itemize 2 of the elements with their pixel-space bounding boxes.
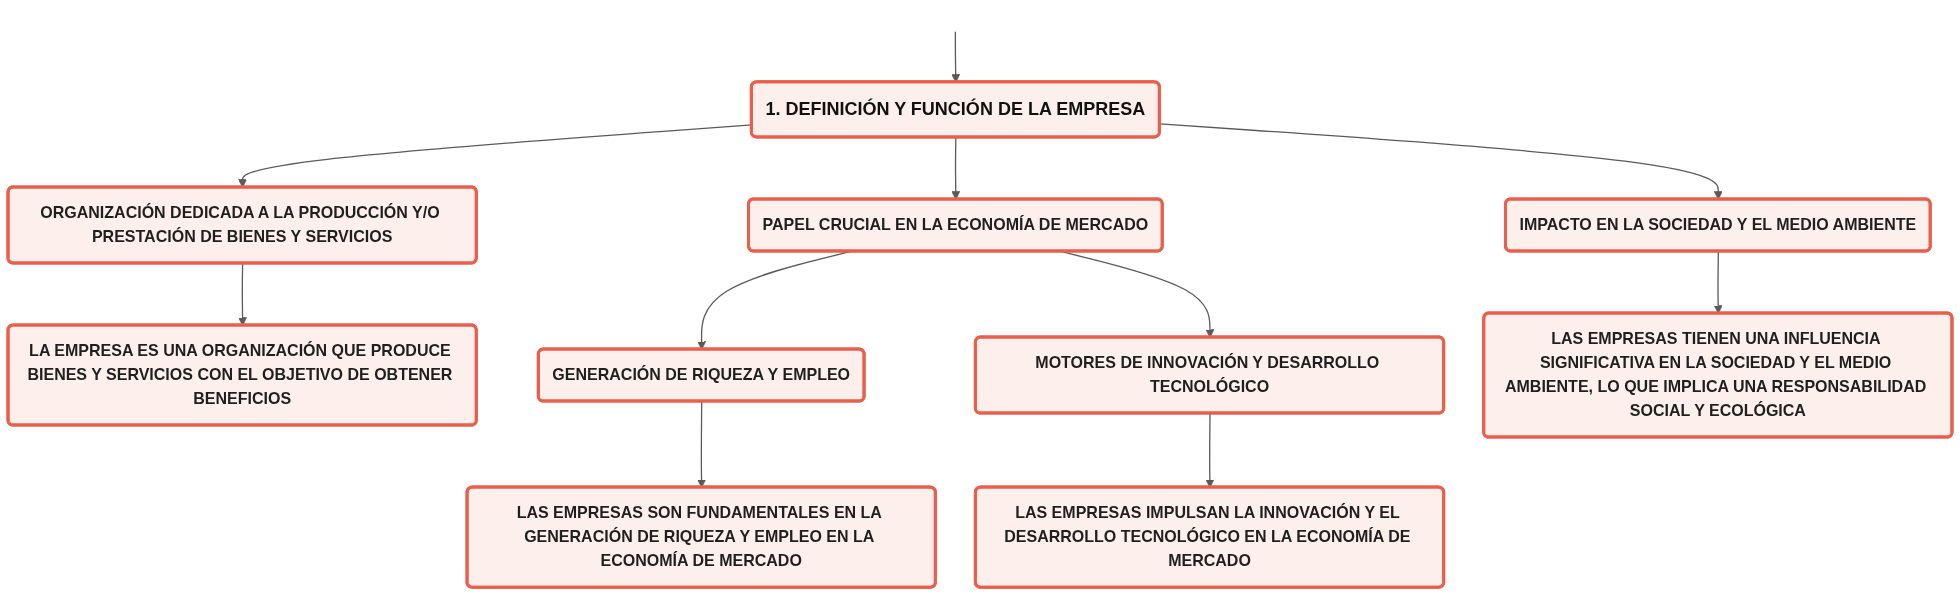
arrow [238, 262, 247, 326]
arrow [1713, 250, 1723, 314]
